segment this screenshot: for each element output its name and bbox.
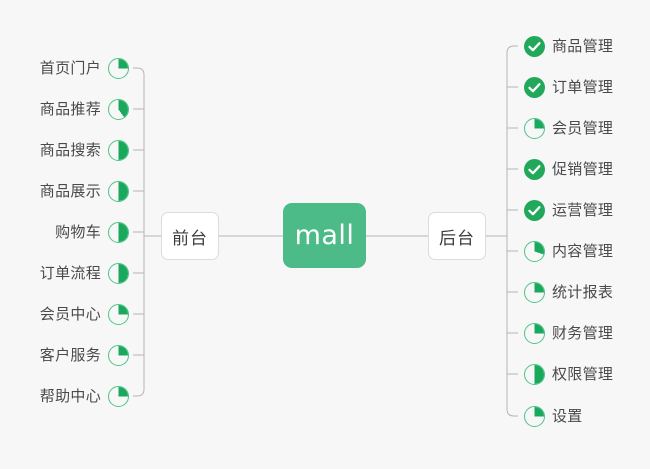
root-node-label: mall — [294, 220, 355, 251]
check-glyph — [528, 41, 541, 51]
leaf-label: 财务管理 — [552, 324, 614, 342]
pie-progress-icon — [108, 139, 129, 161]
frontend-leaf-item-4[interactable]: 商品展示 — [40, 178, 129, 204]
check-circle-icon — [524, 35, 545, 57]
leaf-label: 订单流程 — [39, 264, 101, 282]
frontend-leaf-item-6[interactable]: 订单流程 — [40, 260, 129, 286]
pie-progress-icon — [108, 57, 129, 79]
leaf-label: 运营管理 — [552, 201, 614, 219]
pie-progress-icon — [524, 240, 545, 262]
pie-progress-wedge — [109, 222, 128, 242]
leaf-label: 会员中心 — [39, 305, 101, 323]
pie-progress-wedge — [525, 241, 544, 261]
pie-progress-icon — [524, 322, 545, 344]
branch-node-frontend-label: 前台 — [172, 228, 208, 249]
leaf-label: 客户服务 — [39, 346, 101, 364]
pie-progress-icon — [524, 405, 545, 427]
pie-progress-icon — [108, 344, 129, 366]
check-circle-icon — [524, 76, 545, 98]
pie-progress-icon — [524, 117, 545, 139]
frontend-spine — [136, 67, 145, 397]
branch-node-frontend[interactable]: 前台 — [161, 212, 219, 260]
pie-progress-icon — [524, 363, 545, 385]
leaf-label: 订单管理 — [552, 78, 614, 96]
branch-node-backend[interactable]: 后台 — [428, 212, 486, 260]
pie-progress-wedge — [109, 304, 128, 324]
pie-progress-wedge — [109, 140, 128, 160]
pie-progress-wedge — [525, 406, 544, 426]
pie-progress-wedge — [109, 345, 128, 365]
frontend-leaf-item-7[interactable]: 会员中心 — [40, 301, 129, 327]
pie-progress-wedge — [109, 386, 128, 406]
check-circle-icon — [524, 199, 545, 221]
leaf-label: 统计报表 — [552, 283, 614, 301]
frontend-leaf-item-5[interactable]: 购物车 — [55, 219, 129, 245]
pie-progress-wedge — [525, 364, 544, 384]
leaf-label: 购物车 — [55, 223, 101, 241]
pie-progress-wedge — [109, 263, 128, 283]
leaf-label: 会员管理 — [552, 119, 614, 137]
backend-leaf-item-8[interactable]: 财务管理 — [524, 320, 613, 346]
backend-leaf-item-2[interactable]: 订单管理 — [524, 74, 613, 100]
leaf-label: 商品搜索 — [39, 141, 101, 159]
backend-leaf-item-5[interactable]: 运营管理 — [524, 197, 613, 223]
leaf-label: 内容管理 — [552, 242, 614, 260]
frontend-leaf-item-2[interactable]: 商品推荐 — [40, 96, 129, 122]
root-node-mall[interactable]: mall — [283, 203, 366, 268]
leaf-label: 首页门户 — [39, 59, 101, 77]
pie-progress-wedge — [525, 282, 544, 302]
pie-progress-wedge — [109, 58, 128, 78]
backend-leaf-item-6[interactable]: 内容管理 — [524, 238, 613, 264]
frontend-leaf-item-3[interactable]: 商品搜索 — [40, 137, 129, 163]
frontend-leaf-item-8[interactable]: 客户服务 — [40, 342, 129, 368]
backend-leaf-item-4[interactable]: 促销管理 — [524, 156, 613, 182]
pie-progress-icon — [108, 180, 129, 202]
leaf-label: 商品展示 — [39, 182, 101, 200]
backend-leaf-item-1[interactable]: 商品管理 — [524, 33, 613, 59]
backend-spine — [506, 45, 515, 417]
leaf-label: 促销管理 — [552, 160, 614, 178]
check-glyph — [528, 82, 541, 92]
pie-progress-wedge — [525, 323, 544, 343]
leaf-label: 商品推荐 — [39, 100, 101, 118]
backend-leaf-item-9[interactable]: 权限管理 — [524, 361, 613, 387]
leaf-label: 商品管理 — [552, 37, 614, 55]
pie-progress-icon — [108, 385, 129, 407]
pie-progress-wedge — [109, 181, 128, 201]
pie-progress-icon — [108, 221, 129, 243]
frontend-leaf-item-9[interactable]: 帮助中心 — [40, 383, 129, 409]
pie-progress-icon — [108, 262, 129, 284]
branch-node-backend-label: 后台 — [439, 228, 475, 249]
frontend-leaf-item-1[interactable]: 首页门户 — [40, 55, 129, 81]
pie-progress-wedge — [525, 118, 544, 138]
pie-progress-icon — [108, 98, 129, 120]
backend-leaf-item-3[interactable]: 会员管理 — [524, 115, 613, 141]
backend-leaf-item-10[interactable]: 设置 — [524, 403, 583, 429]
check-circle-icon — [524, 158, 545, 180]
pie-progress-wedge — [109, 99, 128, 119]
leaf-label: 设置 — [552, 407, 583, 425]
pie-progress-icon — [524, 281, 545, 303]
backend-leaf-item-7[interactable]: 统计报表 — [524, 279, 613, 305]
check-glyph — [528, 205, 541, 215]
check-glyph — [528, 164, 541, 174]
leaf-label: 帮助中心 — [39, 387, 101, 405]
pie-progress-icon — [108, 303, 129, 325]
leaf-label: 权限管理 — [552, 365, 614, 383]
